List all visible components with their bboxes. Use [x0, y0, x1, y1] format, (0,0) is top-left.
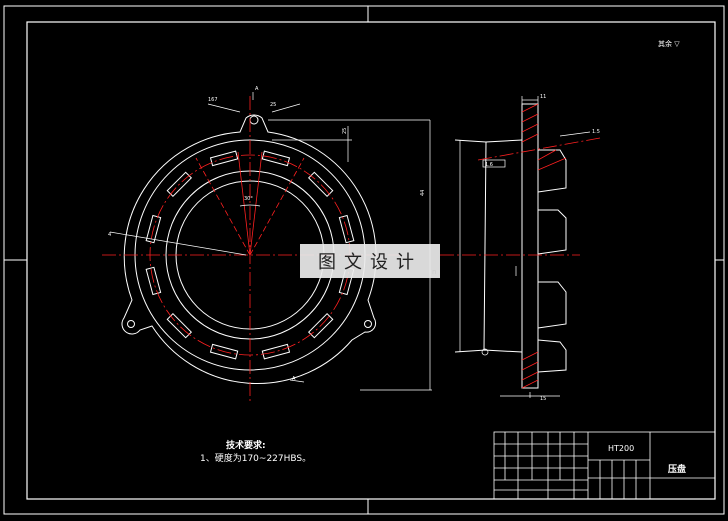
section-outline: [521, 103, 539, 389]
section-rib-1: [537, 209, 567, 255]
front-dimensions: [109, 92, 432, 391]
dim-slot-angle: 30°: [244, 196, 253, 202]
outer-contour: [121, 114, 377, 384]
tolerance-frame: [482, 159, 506, 168]
slot: [261, 150, 291, 167]
watermark-sub: n: [432, 268, 437, 276]
section-inner-profile: [483, 139, 523, 353]
roughness-icon: ▽: [674, 40, 680, 48]
section-centerlines: [440, 137, 601, 256]
roughness-text: 其余: [658, 40, 675, 48]
section-hatching: [521, 103, 567, 389]
slot: [338, 214, 355, 244]
dim-hole-spec: 4: [108, 232, 111, 238]
section-rib-3: [537, 339, 567, 373]
tech-req-title: 技术要求:: [226, 441, 266, 451]
dim-base-width: 15: [540, 396, 546, 402]
section-dimensions: [481, 96, 591, 398]
slot: [209, 343, 239, 360]
title-block-part-name: 压盘: [668, 465, 687, 475]
section-mark-bottom: A: [292, 376, 296, 382]
section-mark-top: A: [255, 86, 259, 92]
watermark: 图文设计: [300, 244, 440, 278]
tech-req-item: 1、硬度为170~227HBS。: [200, 454, 312, 464]
slot: [261, 343, 291, 360]
slot: [166, 171, 193, 198]
slot: [307, 171, 334, 198]
lug-left-hole: [127, 320, 135, 328]
lug-right-hole: [364, 320, 372, 328]
section-rib-2: [537, 281, 567, 329]
lug-top-hole: [249, 115, 259, 125]
slot-group: [145, 150, 355, 360]
slot: [307, 312, 334, 339]
datum-a: [481, 348, 489, 356]
slot: [209, 150, 239, 167]
dim-thickness: 11: [540, 94, 546, 100]
slot: [145, 214, 162, 244]
title-block-material: HT200: [608, 444, 635, 453]
dim-rim-offset: 25: [342, 128, 348, 134]
section-flange: [537, 149, 567, 193]
dim-lug-width: 25: [270, 102, 276, 108]
dim-chamfer: 1.5: [592, 129, 600, 135]
dim-overall-height: 44: [420, 190, 426, 196]
roughness-note: 其余 ▽: [658, 39, 680, 49]
section-view: [454, 103, 567, 389]
technical-requirements: 技术要求: 1、硬度为170~227HBS。: [200, 440, 311, 466]
slot: [166, 312, 193, 339]
dim-lug-angle: 167: [208, 97, 218, 103]
dim-tolerance: 1.6: [485, 162, 493, 168]
title-block: [493, 431, 716, 500]
slot: [145, 266, 162, 296]
